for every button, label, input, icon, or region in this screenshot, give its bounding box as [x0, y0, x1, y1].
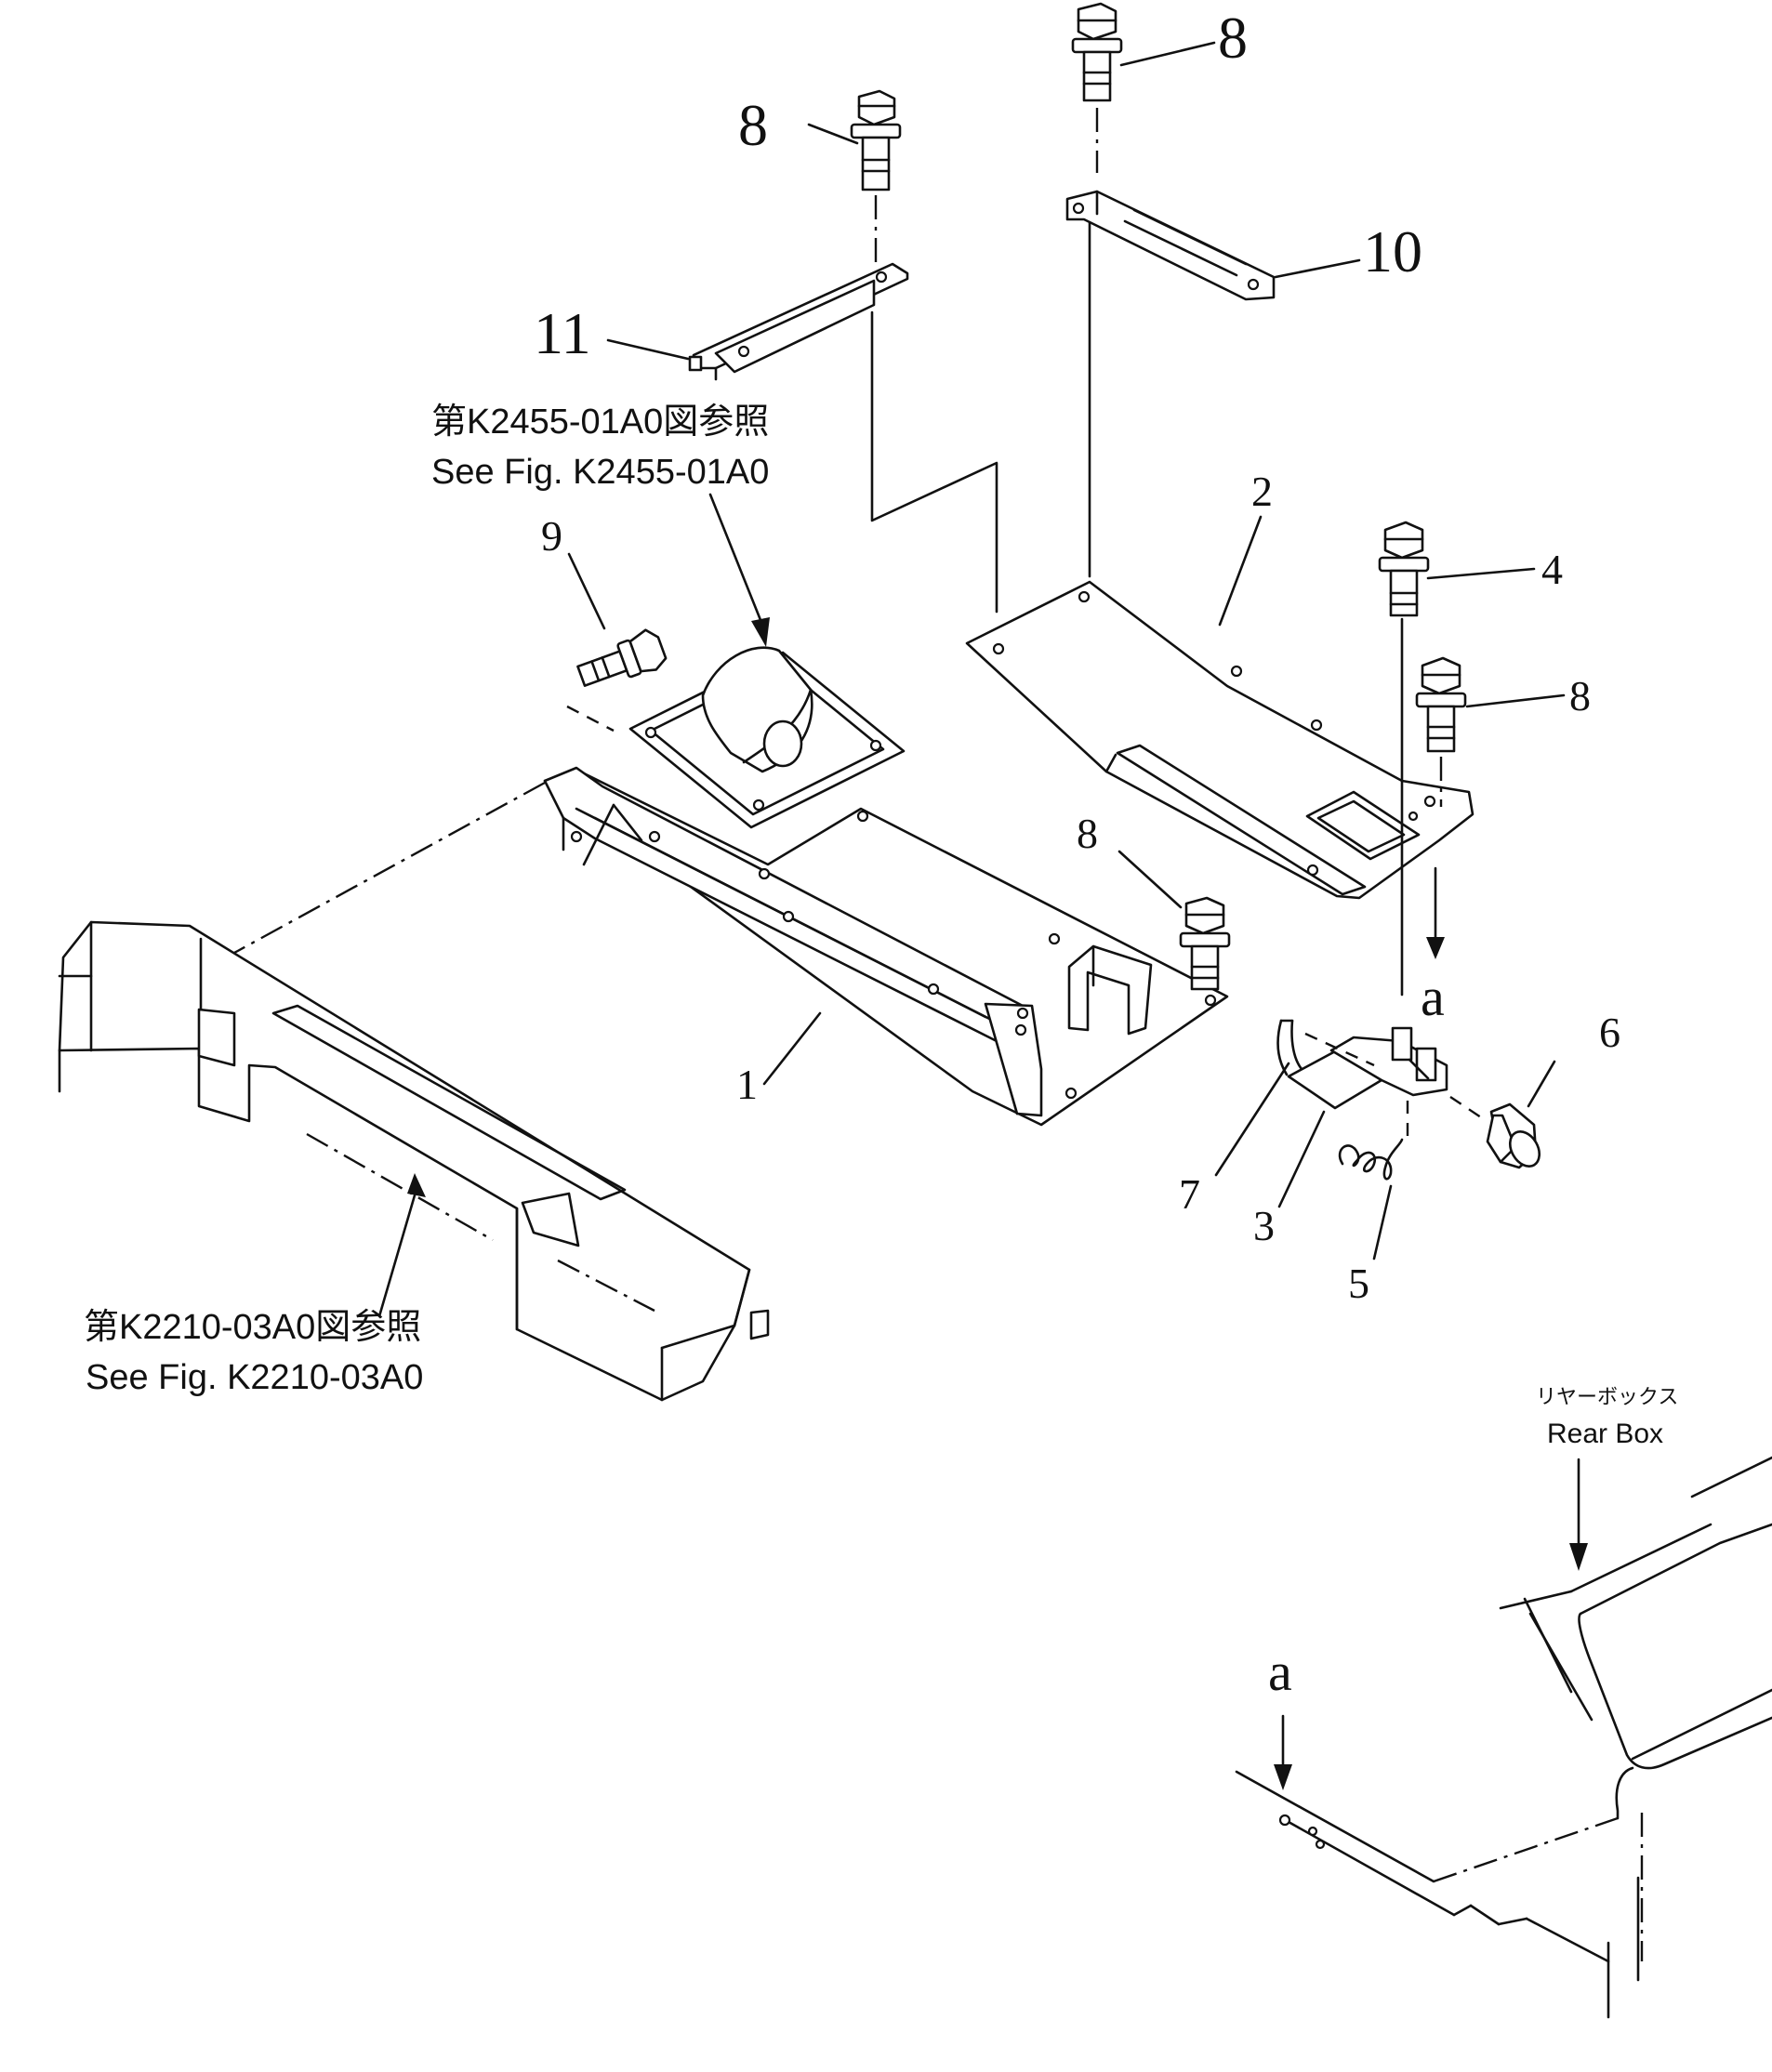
bracket-11 — [688, 262, 909, 381]
latch-plate-3 — [1287, 1026, 1448, 1110]
pin-7 — [1276, 1019, 1303, 1076]
spring-5 — [1338, 1138, 1404, 1181]
callout-4: 4 — [1541, 546, 1563, 593]
rear-box-label-en: Rear Box — [1547, 1419, 1663, 1449]
reference-k2210-en: See Fig. K2210-03A0 — [86, 1358, 423, 1397]
reference-k2455-en: See Fig. K2455-01A0 — [431, 453, 769, 492]
plate-1 — [543, 766, 1229, 1127]
plate-2 — [965, 580, 1474, 900]
callout-9: 9 — [541, 512, 562, 560]
callout-3: 3 — [1253, 1202, 1275, 1249]
callout-7: 7 — [1179, 1170, 1200, 1218]
rear-box-label-jp: リヤーボックス — [1536, 1385, 1678, 1408]
bolt-9 — [576, 628, 668, 687]
inspection-cover — [628, 646, 906, 829]
callout-8-top: 8 — [1218, 5, 1248, 71]
rear-box — [1235, 1456, 1772, 2019]
callout-10: 10 — [1363, 218, 1422, 284]
callout-8-top-left: 8 — [738, 92, 768, 158]
callout-1: 1 — [736, 1061, 758, 1108]
view-a-lower: a — [1268, 1642, 1292, 1702]
left-channel — [58, 920, 770, 1402]
arrow-view-a-upper — [1426, 937, 1445, 959]
view-a-upper: a — [1421, 967, 1445, 1027]
callout-8-plate1: 8 — [1077, 810, 1098, 857]
reference-k2455-jp: 第K2455-01A0図参照 — [431, 403, 769, 442]
pin-6 — [1486, 1102, 1541, 1169]
arrow-reference-1 — [751, 617, 770, 647]
callout-11: 11 — [534, 300, 591, 366]
arrow-view-a-lower — [1274, 1764, 1292, 1790]
bracket-10 — [1065, 190, 1276, 301]
arrow-reference-2 — [407, 1173, 426, 1197]
reference-k2210-jp: 第K2210-03A0図参照 — [84, 1308, 421, 1347]
bolt-4 — [1378, 521, 1430, 617]
callout-5: 5 — [1348, 1260, 1369, 1307]
bolt-8-right — [1415, 656, 1467, 753]
bolt-8-plate1 — [1179, 896, 1231, 991]
arrow-rear-box — [1569, 1543, 1588, 1571]
bolt-8-top-center — [1071, 2, 1123, 102]
bolt-8-top-left — [850, 89, 902, 191]
callout-8-right: 8 — [1569, 672, 1591, 719]
callout-6: 6 — [1599, 1009, 1620, 1056]
callout-2: 2 — [1251, 468, 1273, 515]
